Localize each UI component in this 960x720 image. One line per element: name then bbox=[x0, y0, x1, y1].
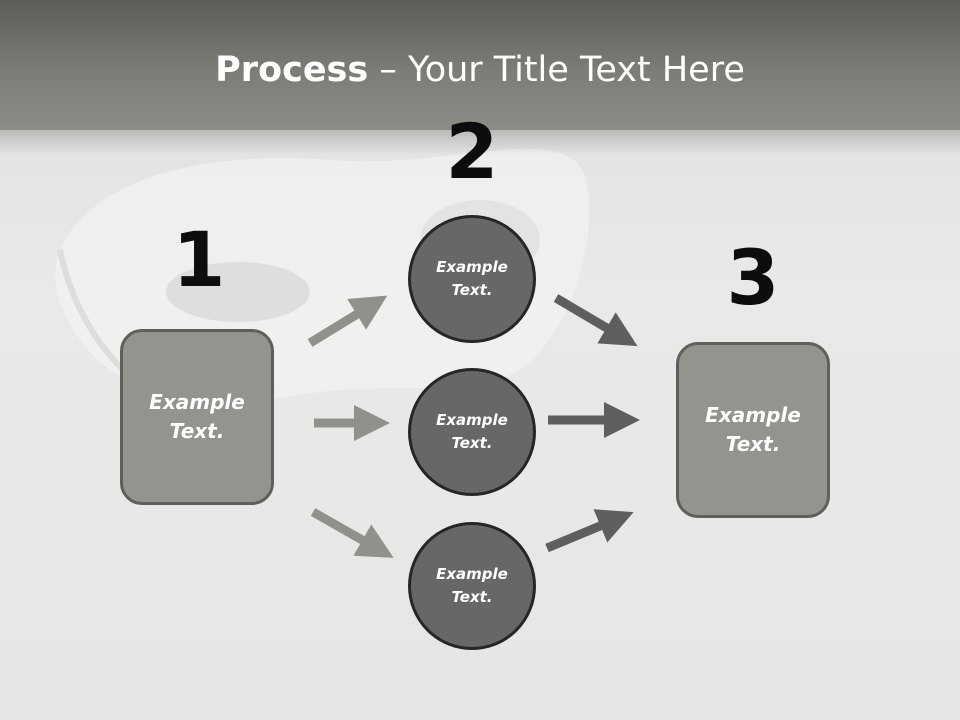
arrow-1-to-2a bbox=[307, 295, 388, 347]
step-1-box: Example Text. bbox=[120, 329, 274, 505]
step-2-circle-bottom: Example Text. bbox=[408, 522, 536, 650]
slide-title: Process – Your Title Text Here bbox=[0, 50, 960, 90]
title-band bbox=[0, 0, 960, 130]
arrow-1-to-2c bbox=[310, 508, 394, 558]
step-3-box: Example Text. bbox=[676, 342, 830, 518]
step-2-circle-top: Example Text. bbox=[408, 215, 536, 343]
arrow-2c-to-3 bbox=[545, 509, 634, 553]
title-band-fade bbox=[0, 125, 960, 155]
step-2-circle-middle: Example Text. bbox=[408, 368, 536, 496]
circle-bottom-text: Example Text. bbox=[436, 565, 508, 606]
circle-middle-text: Example Text. bbox=[436, 411, 508, 452]
step-1-box-text: Example Text. bbox=[149, 390, 245, 443]
arrow-2a-to-3 bbox=[553, 294, 638, 347]
title-bold: Process bbox=[215, 50, 369, 90]
step-number-3: 3 bbox=[726, 233, 780, 322]
step-number-1: 1 bbox=[172, 215, 226, 304]
step-3-box-text: Example Text. bbox=[705, 403, 801, 456]
circle-top-text: Example Text. bbox=[436, 258, 508, 299]
title-rest: – Your Title Text Here bbox=[368, 50, 745, 90]
step-number-2: 2 bbox=[445, 107, 499, 196]
